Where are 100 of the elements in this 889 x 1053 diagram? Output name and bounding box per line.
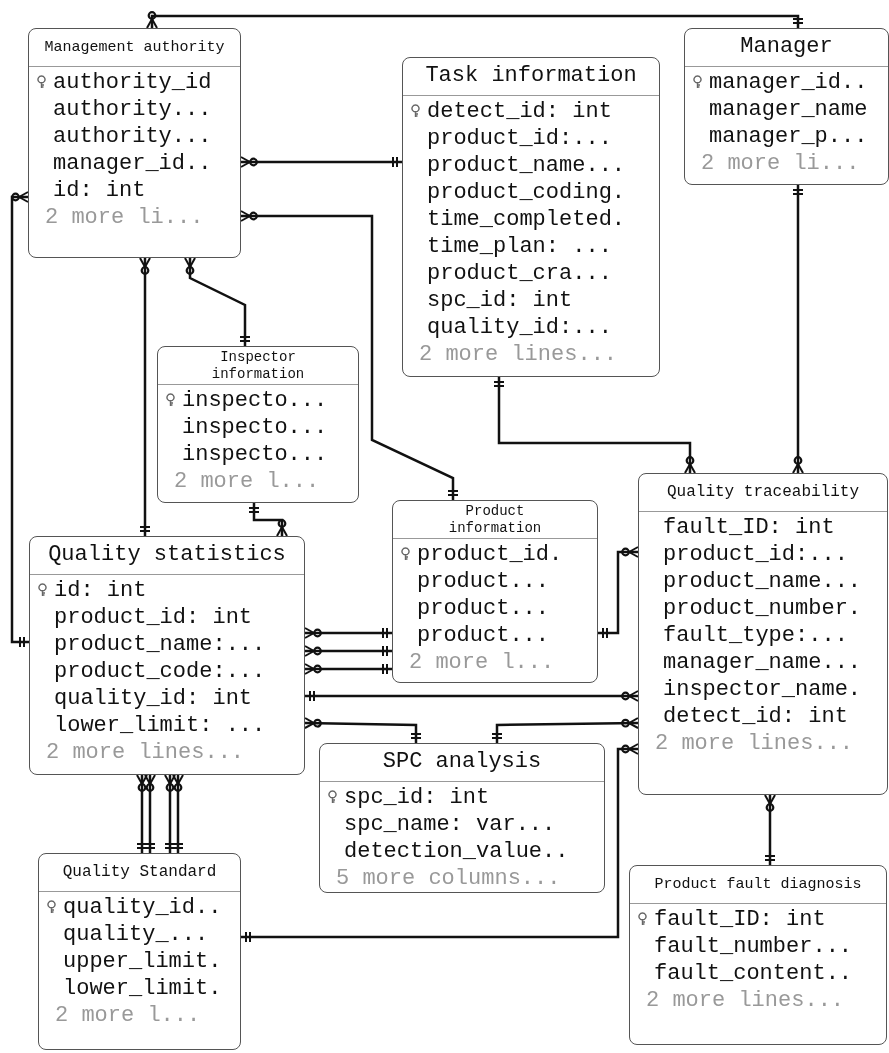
relationship-line [241,742,640,942]
field-row: inspector_name. [663,676,862,703]
field-row: manager_id.. [709,69,868,96]
relationship-line [135,773,149,853]
relationship-line [303,626,392,640]
table-title: Task information [425,63,637,90]
field-row: product_name... [663,568,862,595]
entity-table [319,743,605,893]
relationship-line [143,773,157,853]
field-row: product_name:... [54,631,266,658]
table-title: Quality Standard [62,862,217,883]
field-row: product_number. [663,595,862,622]
field-row: quality_id.. [63,894,222,921]
relationship-line [239,155,402,169]
field-row: upper_limit. [63,948,222,975]
field-row: product_coding. [427,179,626,206]
more-fields-note: 2 more l... [55,1002,201,1029]
more-fields-note: 5 more columns... [336,865,561,892]
relationship-line [763,793,777,865]
field-row: manager_id.. [53,150,212,177]
more-fields-note: 2 more l... [409,649,555,676]
relationship-line [303,662,392,676]
relationship-line [10,190,30,647]
field-row: id: int [53,177,146,204]
field-row: quality_id:... [427,314,612,341]
field-row: inspecto... [182,441,328,468]
relationship-line [494,377,697,475]
relationship-line [138,256,152,536]
field-row: id: int [54,577,147,604]
field-row: fault_ID: int [663,514,835,541]
entity-table [28,28,241,258]
relationship-line [303,644,392,658]
field-row: spc_name: var... [344,811,556,838]
field-row: lower_limit: ... [54,712,266,739]
table-title: SPC analysis [382,749,542,776]
relationship-line [183,256,250,346]
field-row: product_name... [427,152,626,179]
more-fields-note: 2 more li... [701,150,860,177]
more-fields-note: 2 more lines... [655,730,854,757]
field-row: manager_p... [709,123,868,150]
relationship-line [249,503,289,538]
relationship-line [303,716,421,743]
field-row: product... [417,622,550,649]
field-row: inspecto... [182,387,328,414]
more-fields-note: 2 more lines... [419,341,618,368]
entity-table [684,28,889,185]
field-row: manager_name... [663,649,862,676]
relationship-line [145,11,803,30]
relationship-line [163,773,177,853]
field-row: fault_type:... [663,622,848,649]
field-row: authority_id [53,69,212,96]
field-row: time_plan: ... [427,233,612,260]
field-row: fault_ID: int [654,906,826,933]
entity-table [638,473,888,795]
table-title: Management authority [44,38,225,57]
field-row: product_cra... [427,260,612,287]
field-row: product... [417,595,550,622]
table-title: Quality statistics [48,542,286,569]
field-row: authority... [53,96,212,123]
field-row: authority... [53,123,212,150]
relationship-line [598,545,640,638]
relationship-line [239,209,458,500]
entity-table [38,853,241,1050]
more-fields-note: 2 more l... [174,468,320,495]
table-title: Product information [447,502,543,537]
relationship-line [791,185,805,475]
entity-table [29,536,305,775]
table-title: Product fault diagnosis [654,875,862,894]
field-row: detection_value.. [344,838,569,865]
entity-table [402,57,660,377]
entity-table [629,865,887,1045]
relationship-line [492,716,640,743]
table-title: Manager [740,34,833,61]
field-row: lower_limit. [63,975,222,1002]
table-title: Quality traceability [667,482,859,503]
field-row: product_id: int [54,604,253,631]
field-row: quality_id: int [54,685,253,712]
table-title: Inspector information [210,348,306,383]
field-row: inspecto... [182,414,328,441]
field-row: product... [417,568,550,595]
field-row: time_completed. [427,206,626,233]
field-row: quality_... [63,921,209,948]
field-row: spc_id: int [427,287,573,314]
entity-table [392,500,598,683]
field-row: manager_name [709,96,868,123]
more-fields-note: 2 more lines... [46,739,245,766]
relationship-line [305,689,640,703]
field-row: detect_id: int [663,703,848,730]
field-row: fault_content.. [654,960,853,987]
field-row: spc_id: int [344,784,490,811]
field-row: product_code:... [54,658,266,685]
relationship-line [171,773,185,853]
more-fields-note: 2 more lines... [646,987,845,1014]
more-fields-note: 2 more li... [45,204,204,231]
field-row: product_id:... [427,125,612,152]
field-row: product_id:... [663,541,848,568]
field-row: detect_id: int [427,98,612,125]
entity-table [157,346,359,503]
field-row: product_id. [417,541,563,568]
field-row: fault_number... [654,933,853,960]
